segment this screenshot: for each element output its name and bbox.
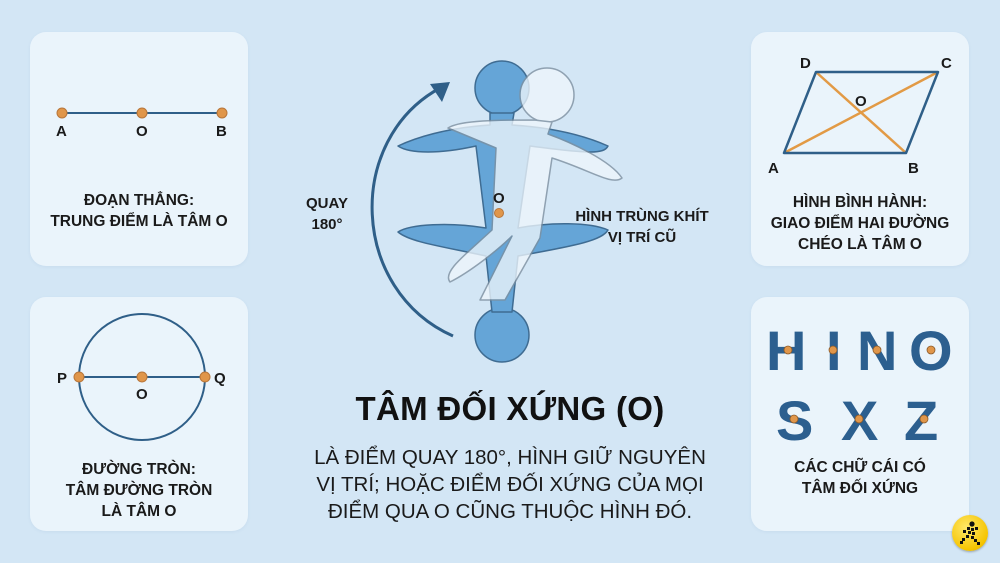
- parallelogram-shape: [782, 70, 940, 155]
- label-line: VỊ TRÍ CŨ: [607, 229, 677, 246]
- rotated-figure-diagram: O: [370, 60, 623, 363]
- label-a: A: [56, 123, 67, 140]
- rotation-illustration: O QUAY 180° HÌNH TRÙNG KHÍT VỊ TRÍ CŨ: [290, 50, 730, 370]
- caption-line: TÂM ĐƯỜNG TRÒN: [65, 482, 213, 499]
- definition-line: LÀ ĐIỂM QUAY 180°, HÌNH GIỮ NGUYÊN: [314, 446, 706, 469]
- rotate-label: QUAY 180°: [290, 193, 364, 235]
- center-point-label: O: [493, 190, 505, 207]
- center-dot-icon: [872, 345, 882, 355]
- caption-line: CHÉO LÀ TÂM O: [798, 236, 922, 253]
- circle-caption: ĐƯỜNG TRÒN: TÂM ĐƯỜNG TRÒN LÀ TÂM O: [30, 459, 248, 522]
- label-o: O: [855, 93, 867, 110]
- definition-text: LÀ ĐIỂM QUAY 180°, HÌNH GIỮ NGUYÊN VỊ TR…: [280, 444, 740, 525]
- arrow-head-icon: [430, 82, 450, 102]
- circle-card: P O Q ĐƯỜNG TRÒN: TÂM ĐƯỜNG TRÒN LÀ TÂM …: [30, 297, 248, 531]
- caption-line: ĐƯỜNG TRÒN:: [82, 461, 196, 478]
- parallelogram-diagram: D C O A B: [768, 55, 952, 177]
- center-point-icon: [494, 208, 504, 218]
- caption-line: ĐOẠN THẲNG:: [83, 192, 195, 209]
- label-a: A: [768, 160, 779, 177]
- caption-line: TÂM ĐỐI XỨNG: [801, 480, 919, 497]
- label-line: QUAY: [306, 195, 348, 212]
- logo-badge: [952, 515, 988, 551]
- original-figure-ghost: [447, 67, 623, 301]
- center-dot-icon: [783, 345, 793, 355]
- letters-card: H I N O S X Z CÁC CHỮ CÁI CÓ TÂM ĐỐI XỨN…: [751, 297, 969, 531]
- label-o: O: [136, 386, 148, 403]
- point-p-icon: [73, 371, 85, 383]
- parallelogram-caption: HÌNH BÌNH HÀNH: GIAO ĐIỂM HAI ĐƯỜNG CHÉO…: [751, 192, 969, 255]
- label-b: B: [216, 123, 227, 140]
- label-line: 180°: [311, 216, 343, 233]
- caption-line: GIAO ĐIỂM HAI ĐƯỜNG: [770, 215, 950, 232]
- label-d: D: [800, 55, 811, 72]
- caption-line: HÌNH BÌNH HÀNH:: [792, 194, 928, 211]
- point-q-icon: [199, 371, 211, 383]
- label-c: C: [941, 55, 952, 72]
- point-b-icon: [216, 107, 228, 119]
- definition-line: ĐIỂM QUA O CŨNG THUỘC HÌNH ĐÓ.: [327, 500, 693, 523]
- page-title: TÂM ĐỐI XỨNG (O): [355, 390, 665, 427]
- center-dot-icon: [789, 414, 799, 424]
- parallelogram-card: D C O A B HÌNH BÌNH HÀNH: GIAO ĐIỂM HAI …: [751, 32, 969, 266]
- center-dot-icon: [828, 345, 838, 355]
- circle-diagram: P O Q: [57, 313, 226, 441]
- segment-caption: ĐOẠN THẲNG: TRUNG ĐIỂM LÀ TÂM O: [30, 190, 248, 232]
- caption-line: TRUNG ĐIỂM LÀ TÂM O: [50, 213, 228, 230]
- definition-line: VỊ TRÍ; HOẶC ĐIỂM ĐỐI XỨNG CỦA MỌI: [316, 473, 704, 496]
- label-p: P: [57, 370, 67, 387]
- point-o-icon: [136, 371, 148, 383]
- letters-diagram: H I N O S X Z: [766, 319, 953, 452]
- segment-card: A O B ĐOẠN THẲNG: TRUNG ĐIỂM LÀ TÂM O: [30, 32, 248, 266]
- rotation-arc: [370, 86, 454, 338]
- point-a-icon: [56, 107, 68, 119]
- caption-line: CÁC CHỮ CÁI CÓ: [794, 459, 926, 476]
- center-dot-icon: [926, 345, 936, 355]
- label-q: Q: [214, 370, 226, 387]
- segment-diagram: A O B: [56, 107, 228, 140]
- diagonal-ac: [783, 70, 939, 155]
- center-dot-icon: [919, 414, 929, 424]
- label-line: HÌNH TRÙNG KHÍT: [575, 208, 709, 225]
- point-o-icon: [136, 107, 148, 119]
- running-figure-icon: [960, 521, 980, 545]
- label-b: B: [908, 160, 919, 177]
- label-o: O: [136, 123, 148, 140]
- caption-line: LÀ TÂM O: [101, 503, 177, 520]
- center-dot-icon: [854, 414, 864, 424]
- coincide-label: HÌNH TRÙNG KHÍT VỊ TRÍ CŨ: [562, 206, 722, 248]
- letters-caption: CÁC CHỮ CÁI CÓ TÂM ĐỐI XỨNG: [751, 457, 969, 499]
